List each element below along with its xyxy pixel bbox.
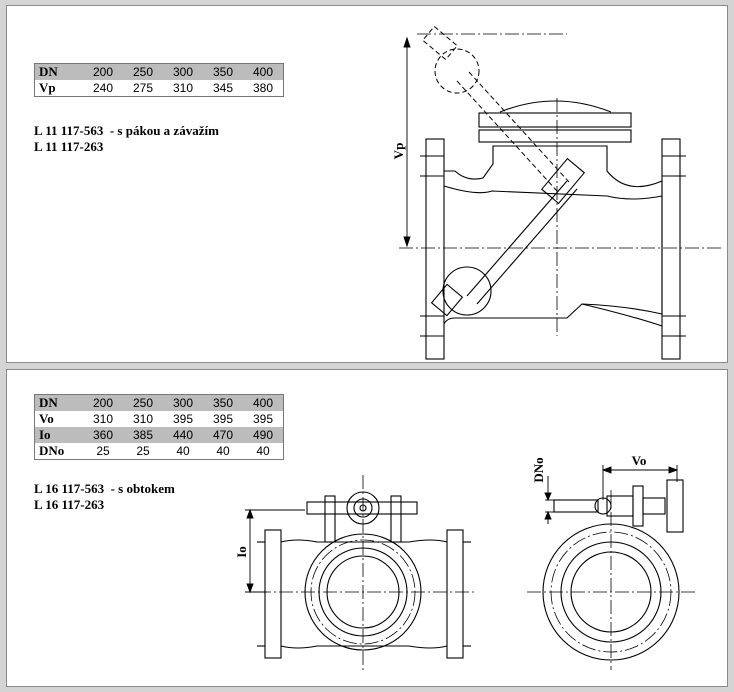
table-cell: 345: [212, 81, 234, 95]
table-row: Vp 240 275 310 345 380: [35, 80, 284, 97]
model-code-1: L 11 117-563 - s pákou a závažím: [34, 123, 219, 138]
table-cell: 250: [123, 63, 163, 80]
table-cell: 310: [92, 412, 114, 426]
vo-dimension-label: Vo: [632, 453, 647, 468]
table-cell: 310: [172, 81, 194, 95]
table-cell: 385: [123, 427, 163, 443]
row-header: DN: [34, 63, 83, 80]
table-cell: 300: [163, 63, 203, 80]
io-dimension-label: Io: [234, 546, 249, 558]
table-cell: 490: [243, 427, 284, 443]
table-cell: 240: [92, 81, 114, 95]
table-cell: 395: [172, 412, 194, 426]
table-cell: 400: [243, 394, 284, 411]
table-cell: 40: [176, 444, 190, 458]
valve-bypass-drawing: Io Vo: [234, 453, 697, 670]
table-cell: 470: [203, 427, 243, 443]
row-header: DN: [34, 394, 83, 411]
table-cell: 25: [96, 444, 110, 458]
table-cell: 380: [252, 81, 274, 95]
table-cell: 395: [212, 412, 234, 426]
table-cell: 400: [243, 63, 284, 80]
row-header: DNo: [39, 443, 65, 458]
row-header: Vp: [39, 80, 56, 95]
table-cell: 250: [123, 394, 163, 411]
model-code-4: L 16 117-263: [34, 497, 105, 512]
table-cell: 200: [83, 63, 123, 80]
table-cell: 350: [203, 63, 243, 80]
row-header: Vo: [39, 411, 54, 426]
model-code-2: L 11 117-263: [34, 139, 104, 154]
valve-lever-drawing: Vp: [391, 25, 721, 360]
table-cell: 440: [163, 427, 203, 443]
table-cell: 395: [252, 412, 274, 426]
table-cell: 300: [163, 394, 203, 411]
table-row: Vo 310 310 395 395 395: [35, 411, 284, 427]
row-header: Io: [34, 427, 83, 443]
table-cell: 40: [256, 444, 270, 458]
table-cell: 275: [132, 81, 154, 95]
table-cell: 40: [216, 444, 230, 458]
vp-dimension-label: Vp: [391, 143, 406, 160]
table-cell: 25: [136, 444, 150, 458]
model-code-3: L 16 117-563 - s obtokem: [34, 481, 175, 496]
table-cell: 200: [83, 394, 123, 411]
table-cell: 350: [203, 394, 243, 411]
table-cell: 310: [132, 412, 154, 426]
table-row: DNo 25 25 40 40 40: [35, 443, 284, 460]
dno-dimension-label: DNo: [531, 457, 546, 482]
table-cell: 360: [83, 427, 123, 443]
